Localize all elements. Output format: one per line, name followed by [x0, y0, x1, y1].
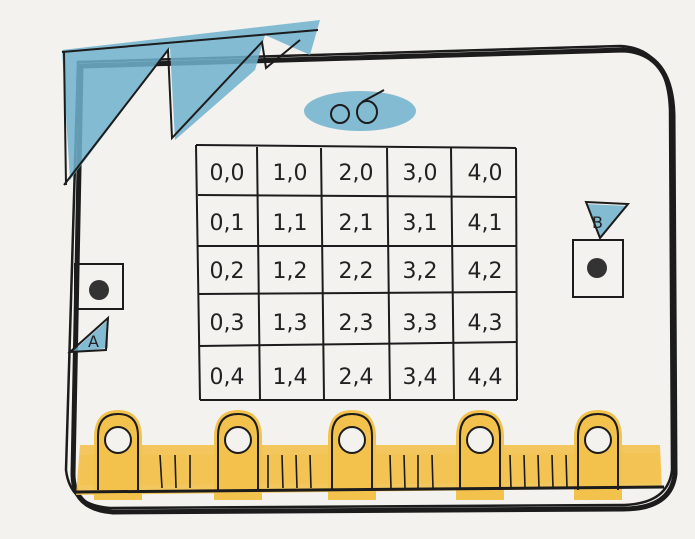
led-cell-label: 0,0: [210, 161, 245, 186]
led-cell-label: 2,2: [339, 259, 374, 284]
connector-pad: [214, 410, 262, 500]
button-b[interactable]: [573, 240, 623, 297]
led-cell-label: 2,1: [339, 211, 374, 236]
button-b-label: B: [592, 213, 603, 232]
led-cell-label: 1,0: [273, 161, 308, 186]
led-cell-label: 0,1: [210, 211, 245, 236]
connector-pad: [328, 410, 376, 500]
led-cell-label: 2,4: [339, 365, 374, 390]
led-cell-label: 0,2: [210, 259, 245, 284]
connector-pad-hole: [105, 427, 131, 453]
led-cell-label: 4,1: [468, 211, 503, 236]
corner-watercolor-top-left: [62, 20, 320, 180]
led-cell-label: 0,3: [210, 311, 245, 336]
led-cell-label: 4,2: [468, 259, 503, 284]
led-cell-label: 1,2: [273, 259, 308, 284]
led-cell-label: 1,4: [273, 365, 308, 390]
led-cell-label: 3,3: [403, 311, 438, 336]
connector-pad-hole: [339, 427, 365, 453]
led-cell-label: 3,1: [403, 211, 438, 236]
led-cell-label: 4,4: [468, 365, 503, 390]
connector-pad-hole: [467, 427, 493, 453]
led-cell-label: 2,0: [339, 161, 374, 186]
connector-pad: [456, 410, 504, 500]
connector-pad-hole: [225, 427, 251, 453]
led-cell-label: 4,0: [468, 161, 503, 186]
led-cell-label: 0,4: [210, 365, 245, 390]
button-a[interactable]: [75, 264, 123, 309]
button-b-label-group: B: [586, 202, 628, 238]
button-a-label: A: [88, 332, 99, 351]
led-cell-label: 3,2: [403, 259, 438, 284]
led-cell-label: 3,0: [403, 161, 438, 186]
led-cell-label: 4,3: [468, 311, 503, 336]
connector-pad: [94, 410, 142, 500]
top-component-watercolor: [304, 91, 416, 131]
led-cell-label: 2,3: [339, 311, 374, 336]
connector-pad-hole: [585, 427, 611, 453]
led-cell-label: 1,1: [273, 211, 308, 236]
led-cell-label: 1,3: [273, 311, 308, 336]
led-cell-label: 3,4: [403, 365, 438, 390]
